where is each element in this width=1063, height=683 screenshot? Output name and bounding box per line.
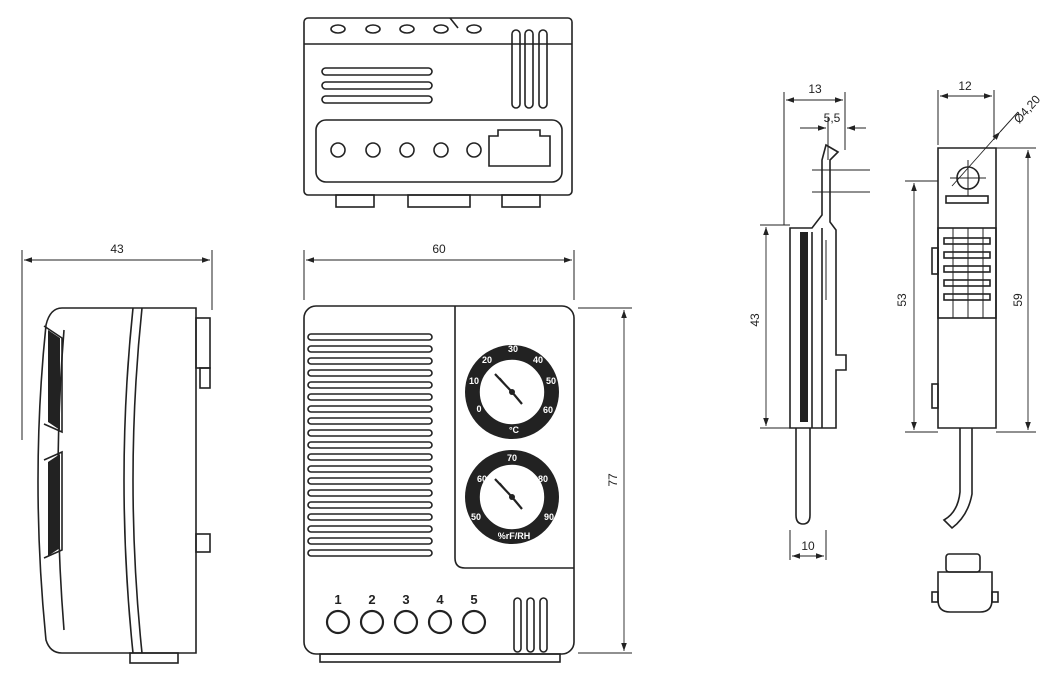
dim-front-height: 77 [606, 473, 620, 487]
dim-rear-inner-height: 53 [895, 293, 909, 307]
rear-view: 12 Ø4,20 53 59 [895, 79, 1043, 530]
clip-side-view: 13 5,5 43 10 [748, 82, 870, 560]
terminal-label-1: 1 [334, 592, 341, 607]
terminal-label-5: 5 [470, 592, 477, 607]
temp-scale-50: 50 [546, 376, 556, 386]
terminal-5[interactable] [461, 609, 487, 635]
terminal-3[interactable] [393, 609, 419, 635]
top-view [303, 17, 573, 208]
dim-hole-diameter: Ø4,20 [1011, 92, 1043, 126]
dim-clip-bottom-width: 10 [801, 539, 815, 553]
connector-socket-icon [488, 129, 551, 167]
top-terminal-holes [330, 142, 482, 158]
connector-plug [931, 553, 999, 613]
top-mounting-feet [335, 194, 541, 208]
temp-scale-10: 10 [469, 376, 479, 386]
temp-scale-40: 40 [533, 355, 543, 365]
terminal-4[interactable] [427, 609, 453, 635]
terminal-label-2: 2 [368, 592, 375, 607]
temp-scale-0: 0 [476, 404, 481, 414]
dim-clip-top-width: 13 [808, 82, 822, 96]
dim-front-width: 60 [432, 242, 446, 256]
dim-rear-width: 12 [958, 79, 972, 93]
temp-scale-30: 30 [508, 344, 518, 354]
front-vertical-ribs [513, 597, 548, 653]
front-vent-slots [307, 333, 433, 557]
terminal-label-4: 4 [436, 592, 444, 607]
dim-side-width: 43 [110, 242, 124, 256]
rh-scale-70: 70 [507, 453, 517, 463]
rh-unit: %rF/RH [498, 531, 531, 541]
temperature-dial[interactable]: 0 10 20 30 40 50 60 °C [465, 344, 559, 439]
rh-scale-90: 90 [544, 512, 554, 522]
temp-scale-60: 60 [543, 405, 553, 415]
rh-scale-50: 50 [471, 512, 481, 522]
rh-scale-80: 80 [538, 474, 548, 484]
humidity-dial[interactable]: 50 60 70 80 90 %rF/RH [465, 450, 559, 544]
temp-scale-20: 20 [482, 355, 492, 365]
dim-clip-height: 43 [748, 313, 762, 327]
top-vertical-ribs [511, 29, 548, 109]
dim-clip-offset: 5,5 [824, 111, 841, 125]
terminal-1[interactable] [325, 609, 351, 635]
side-view: 43 [21, 242, 213, 664]
top-terminal-screws [330, 24, 482, 34]
rear-vent-bands [931, 227, 997, 319]
front-view: 60 77 [303, 242, 632, 663]
rh-scale-60: 60 [477, 474, 487, 484]
top-vent-slots [321, 67, 433, 104]
temp-unit: °C [509, 425, 520, 435]
terminal-label-3: 3 [402, 592, 409, 607]
terminal-2[interactable] [359, 609, 385, 635]
side-vent-openings [43, 325, 63, 559]
dim-rear-outer-height: 59 [1011, 293, 1025, 307]
terminal-block: 1 2 3 4 5 [325, 592, 487, 635]
